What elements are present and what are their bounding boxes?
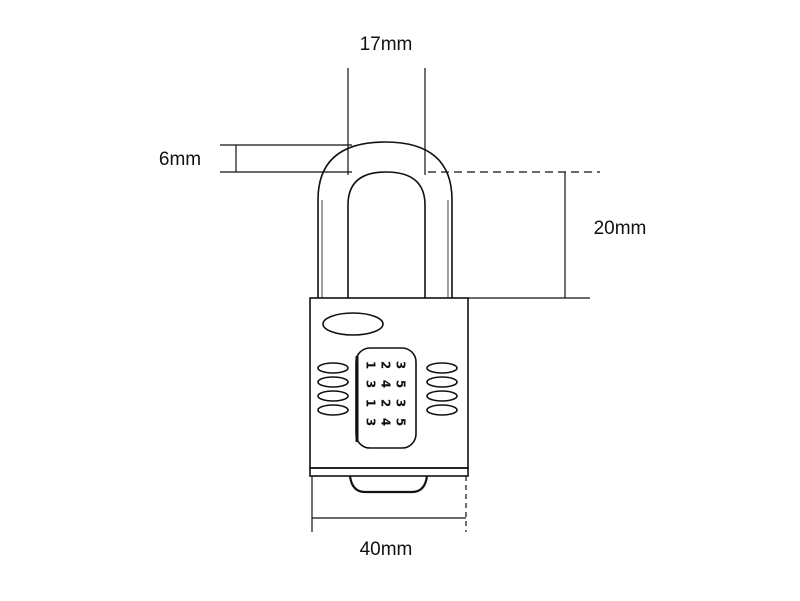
label-6mm: 6mm [159, 149, 201, 170]
dial-digit: 3 [394, 361, 408, 369]
label-17mm: 17mm [360, 34, 413, 55]
grip-ovals-left [317, 362, 349, 416]
dial-digit: 1 [364, 361, 378, 369]
dial-digit: 5 [394, 418, 408, 426]
label-40mm: 40mm [360, 539, 413, 560]
dial-digit: 5 [394, 380, 408, 388]
dial-digit: 4 [379, 380, 393, 388]
logo-oval [322, 312, 384, 336]
dial-digit: 2 [379, 361, 393, 369]
dial-digit: 3 [394, 399, 408, 407]
dial-digit: 3 [364, 380, 378, 388]
dim-6mm-lines [220, 144, 352, 173]
shackle-foot [348, 475, 429, 494]
dial-digit: 2 [379, 399, 393, 407]
dim-17mm-lines [347, 68, 426, 175]
dial-digit: 4 [379, 418, 393, 426]
dial-digit: 1 [364, 399, 378, 407]
body-base-strip [309, 467, 469, 477]
label-20mm: 20mm [594, 218, 647, 239]
grip-ovals-right [426, 362, 458, 416]
dial-digit: 3 [364, 418, 378, 426]
dim-40mm-lines [311, 476, 467, 532]
dim-20mm-lines [428, 171, 600, 299]
shackle [317, 141, 453, 298]
